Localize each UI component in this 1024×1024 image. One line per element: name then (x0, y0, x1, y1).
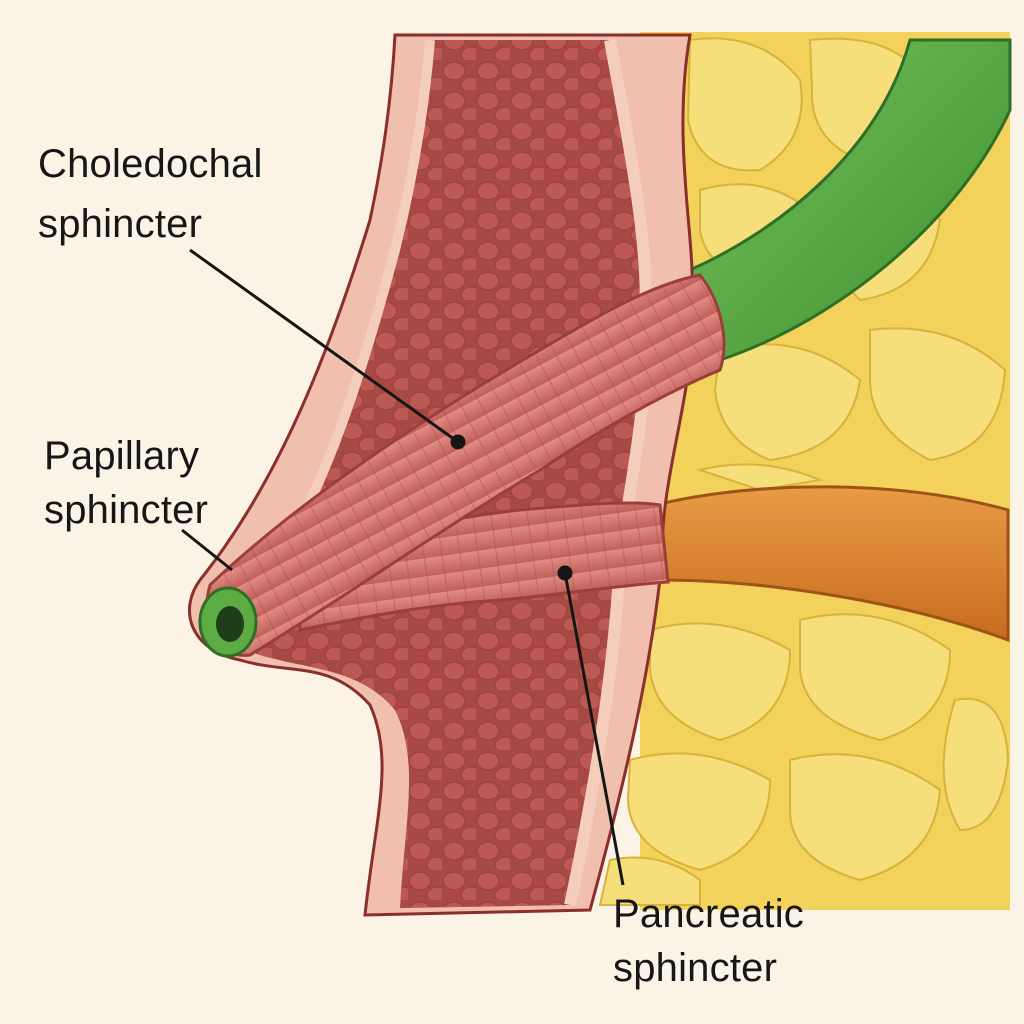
choledochal-sphincter-label: Choledochal sphincter (38, 140, 263, 248)
pancreatic-label-line2: sphincter (613, 946, 778, 990)
papillary-leader-line (181, 528, 233, 572)
papillary-sphincter-label: Papillary sphincter (44, 432, 208, 534)
pancreatic-leader-line (563, 572, 625, 886)
choledochal-sphincter-muscle (205, 273, 726, 657)
choledochal-leader-line (189, 248, 459, 444)
pancreatic-duct (653, 485, 1010, 643)
papillary-label-line2: sphincter (44, 488, 209, 532)
choledochal-label-line2: sphincter (38, 202, 203, 246)
choledochal-label-line1: Choledochal (38, 142, 263, 186)
pancreatic-label-line1: Pancreatic (613, 892, 804, 936)
papilla-orifice (198, 586, 258, 658)
pancreatic-sphincter-label: Pancreatic sphincter (613, 890, 804, 992)
inner-lining-right (564, 38, 652, 907)
pancreatic-pointer-dot (557, 565, 573, 581)
choledochal-pointer-dot (450, 434, 466, 450)
papillary-label-line1: Papillary (44, 434, 200, 478)
common-bile-duct (688, 38, 1012, 362)
